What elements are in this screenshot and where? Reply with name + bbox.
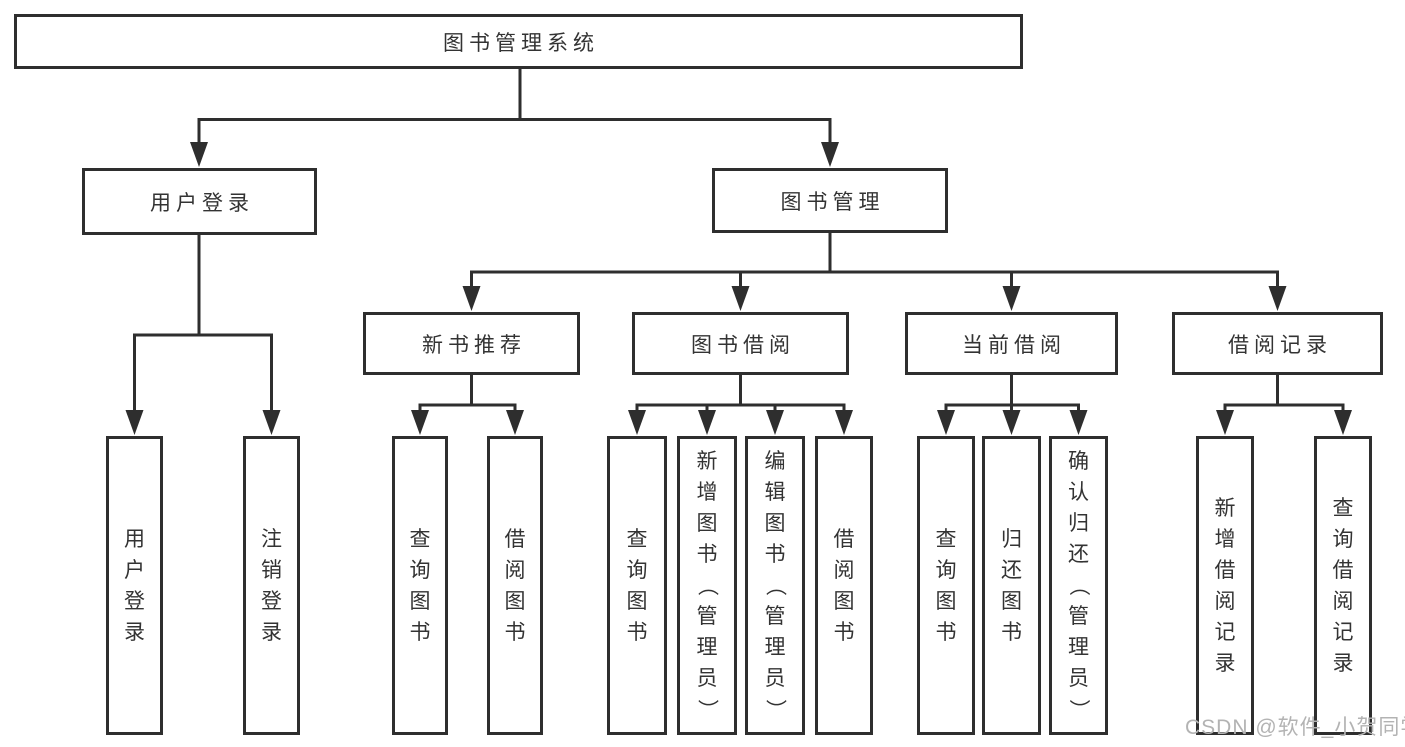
- leaf-return-book-box: 归还图书: [982, 436, 1041, 735]
- leaf-confirm-return-admin-box: 确认归还（管理员）: [1049, 436, 1108, 735]
- branch-user-login-label: 用户登录: [150, 191, 254, 215]
- leaf-query-book-2-box: 查询图书: [607, 436, 667, 735]
- leaf-query-borrow-record-label: 查询借阅记录: [1332, 496, 1354, 675]
- leaf-query-book-3-label: 查询图书: [935, 527, 957, 644]
- branch-book-management-label: 图书管理: [780, 190, 885, 214]
- csdn-watermark: CSDN @软件_小贺同学: [1185, 716, 1405, 739]
- node-new-book-recommend-box: 新书推荐: [363, 312, 580, 375]
- leaf-edit-book-admin-box: 编辑图书（管理员）: [745, 436, 805, 735]
- leaf-borrow-book-2-label: 借阅图书: [833, 527, 855, 644]
- leaf-logout-label: 注销登录: [261, 527, 282, 644]
- node-book-borrow-box: 图书借阅: [632, 312, 849, 375]
- leaf-user-login-label: 用户登录: [124, 527, 145, 644]
- leaf-edit-book-admin-label: 编辑图书（管理员）: [763, 450, 787, 720]
- root-label: 图书管理系统: [443, 31, 599, 55]
- branch-user-login-box: 用户登录: [82, 168, 317, 235]
- leaf-add-borrow-record-label: 新增借阅记录: [1214, 496, 1236, 675]
- branch-book-management-box: 图书管理: [712, 168, 948, 233]
- leaf-logout-box: 注销登录: [243, 436, 300, 735]
- node-book-borrow-label: 图书借阅: [691, 333, 795, 357]
- node-borrow-records-label: 借阅记录: [1228, 333, 1332, 357]
- leaf-query-borrow-record-box: 查询借阅记录: [1314, 436, 1372, 735]
- leaf-add-book-admin-box: 新增图书（管理员）: [677, 436, 737, 735]
- leaf-query-book-1-box: 查询图书: [392, 436, 448, 735]
- node-borrow-records-box: 借阅记录: [1172, 312, 1383, 375]
- leaf-query-book-2-label: 查询图书: [626, 527, 648, 644]
- leaf-confirm-return-admin-label: 确认归还（管理员）: [1067, 450, 1090, 720]
- leaf-query-book-3-box: 查询图书: [917, 436, 975, 735]
- leaf-user-login-box: 用户登录: [106, 436, 163, 735]
- root-box: 图书管理系统: [14, 14, 1023, 69]
- leaf-borrow-book-2-box: 借阅图书: [815, 436, 873, 735]
- leaf-query-book-1-label: 查询图书: [409, 527, 431, 644]
- leaf-return-book-label: 归还图书: [1001, 527, 1022, 644]
- leaf-borrow-book-1-label: 借阅图书: [504, 527, 526, 644]
- node-current-borrow-label: 当前借阅: [962, 333, 1066, 357]
- arrowhead-icons: [125, 142, 1352, 435]
- leaf-add-book-admin-label: 新增图书（管理员）: [695, 450, 719, 720]
- node-current-borrow-box: 当前借阅: [905, 312, 1118, 375]
- node-new-book-recommend-label: 新书推荐: [422, 333, 526, 357]
- leaf-borrow-book-1-box: 借阅图书: [487, 436, 543, 735]
- leaf-add-borrow-record-box: 新增借阅记录: [1196, 436, 1254, 735]
